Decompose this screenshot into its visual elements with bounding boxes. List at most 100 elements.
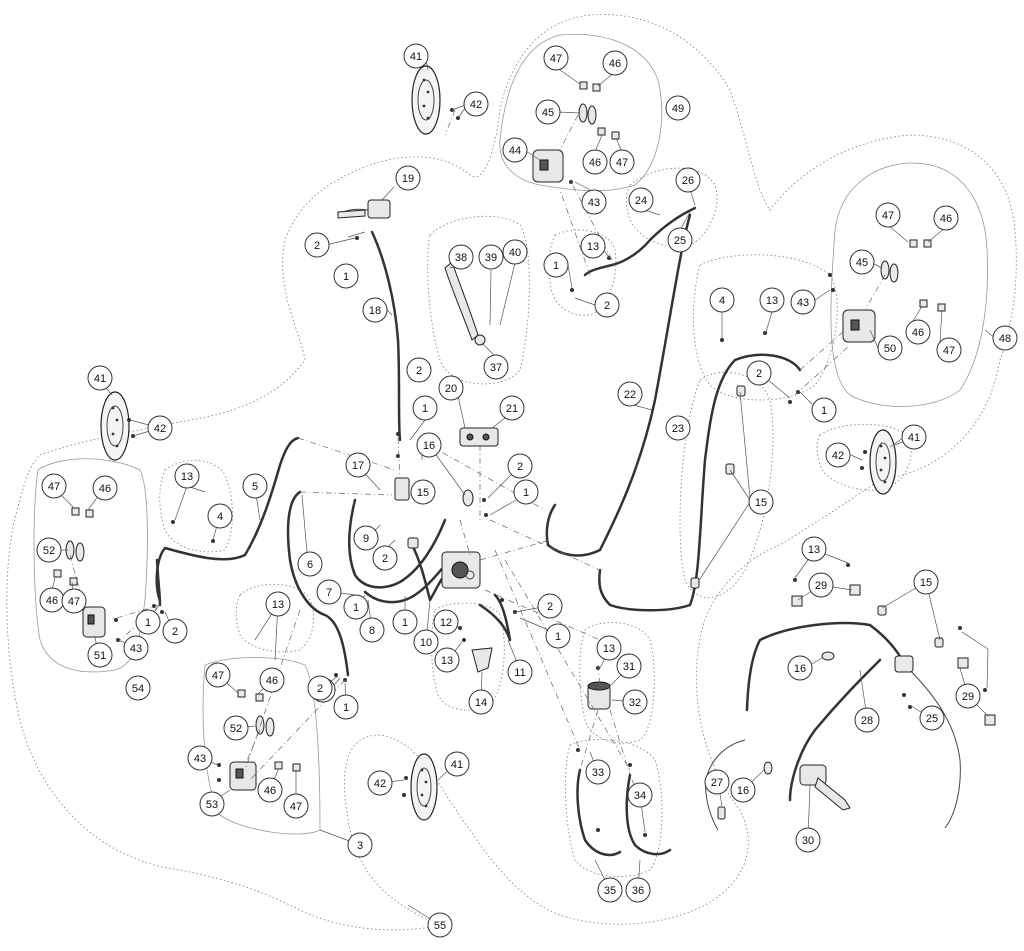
callout-circle	[444, 751, 470, 777]
callout-46: 46	[933, 205, 959, 231]
callout-circle	[433, 609, 459, 635]
callout-label: 13	[587, 241, 599, 253]
callout-label: 47	[882, 210, 894, 222]
callout-circle	[665, 95, 691, 121]
outline-49	[499, 33, 663, 192]
callout-13: 13	[265, 591, 291, 617]
callout-46: 46	[257, 777, 283, 803]
callout-1: 1	[811, 397, 837, 423]
callout-circle	[955, 683, 981, 709]
callout-2: 2	[537, 593, 563, 619]
callout-47: 47	[936, 337, 962, 363]
callout-46: 46	[602, 50, 628, 76]
callout-circle	[825, 442, 851, 468]
callout-circle	[905, 319, 931, 345]
callout-circle	[801, 536, 827, 562]
callout-circle	[877, 335, 903, 361]
callout-label: 1	[343, 702, 349, 714]
brackets-46-47	[53, 81, 996, 772]
callout-label: 43	[588, 197, 600, 209]
callout-label: 25	[674, 235, 686, 247]
callout-label: 1	[821, 405, 827, 417]
abs-unit	[441, 551, 481, 589]
callout-circle	[199, 791, 225, 817]
callout-43: 43	[581, 189, 607, 215]
callout-circle	[790, 289, 816, 315]
callout-label: 28	[861, 715, 873, 727]
brake-line-35	[576, 768, 622, 857]
callout-circle	[543, 252, 569, 278]
bracket-14	[471, 647, 493, 673]
callout-40: 40	[502, 239, 528, 265]
callout-circle	[416, 432, 442, 458]
callout-5: 5	[242, 473, 268, 499]
callout-circle	[297, 551, 323, 577]
caliper-44	[532, 149, 564, 183]
brake-line-23	[598, 353, 802, 612]
junction-25	[894, 655, 914, 673]
callout-circle	[187, 745, 213, 771]
callout-circle	[265, 591, 291, 617]
callout-label: 46	[264, 785, 276, 797]
callout-circle	[913, 569, 939, 595]
callout-2: 2	[406, 357, 432, 383]
callout-12: 12	[433, 609, 459, 635]
callout-label: 21	[506, 403, 518, 415]
brake-line-11	[478, 593, 512, 642]
callout-label: 52	[230, 723, 242, 735]
callout-label: 42	[470, 99, 482, 111]
brake-line-left-caliper	[155, 558, 162, 607]
callout-label: 4	[719, 295, 725, 307]
callout-label: 16	[423, 440, 435, 452]
clip-16-right	[821, 651, 835, 661]
outline-24-26-group	[625, 167, 718, 247]
callout-1: 1	[513, 479, 539, 505]
callout-47: 47	[41, 473, 67, 499]
brake-pedal-38	[444, 261, 479, 341]
valve-block-20-21	[459, 427, 499, 447]
callout-label: 23	[672, 423, 684, 435]
callout-label: 2	[604, 300, 610, 312]
callout-15: 15	[913, 569, 939, 595]
clip-15-a	[736, 385, 746, 397]
callout-13: 13	[596, 635, 622, 661]
callout-circle	[787, 655, 813, 681]
callout-16: 16	[416, 432, 442, 458]
callout-label: 19	[402, 173, 414, 185]
junction-17	[394, 477, 410, 501]
callout-17: 17	[345, 452, 371, 478]
callout-label: 2	[416, 365, 422, 377]
callout-43: 43	[187, 745, 213, 771]
callout-1: 1	[135, 609, 161, 635]
callout-label: 42	[374, 778, 386, 790]
callout-circle	[617, 381, 643, 407]
callout-1: 1	[392, 609, 418, 635]
outline-15-group	[679, 371, 774, 598]
callout-25: 25	[667, 227, 693, 253]
callout-41: 41	[444, 751, 470, 777]
callout-label: 43	[130, 643, 142, 655]
callout-26: 26	[675, 167, 701, 193]
pads-52-lower	[255, 715, 275, 737]
callout-circle	[502, 137, 528, 163]
callout-39: 39	[478, 244, 504, 270]
callout-circle	[483, 354, 509, 380]
callout-circle	[392, 609, 418, 635]
callout-1: 1	[543, 252, 569, 278]
callout-circle	[359, 617, 385, 643]
callout-label: 47	[290, 801, 302, 813]
callout-label: 1	[553, 260, 559, 272]
callout-circle	[427, 912, 453, 938]
callout-label: 7	[326, 587, 332, 599]
brake-line-24-26	[583, 206, 697, 277]
callout-circle	[675, 167, 701, 193]
callout-circle	[316, 579, 342, 605]
callout-label: 40	[509, 247, 521, 259]
callout-29: 29	[808, 572, 834, 598]
callout-label: 46	[266, 675, 278, 687]
callout-label: 47	[68, 596, 80, 608]
clip-15-e	[877, 605, 887, 616]
callout-label: 45	[542, 107, 554, 119]
brake-disc-top	[411, 65, 441, 135]
callout-label: 20	[445, 383, 457, 395]
